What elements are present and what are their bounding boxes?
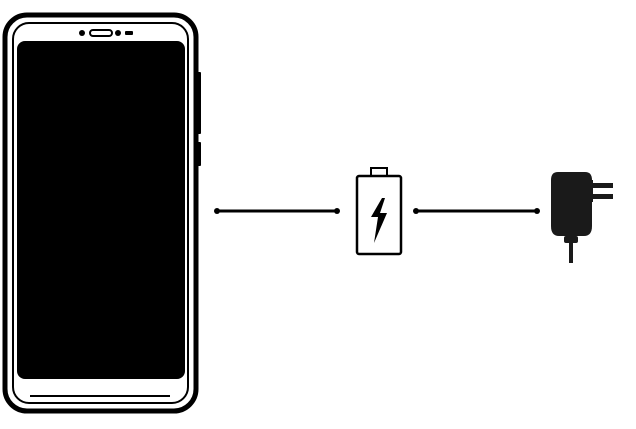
power-button — [196, 142, 201, 166]
battery-charging-icon — [355, 167, 403, 256]
lightning-bolt-icon — [371, 198, 387, 243]
sensor-dot — [79, 30, 85, 36]
plug-prong — [591, 183, 613, 188]
earpiece — [89, 29, 113, 37]
sensor-bar — [125, 31, 133, 35]
volume-button — [196, 72, 201, 134]
front-camera — [115, 30, 121, 36]
charger-cable — [569, 243, 573, 263]
connector-battery-charger — [413, 208, 540, 214]
connector-phone-battery — [214, 208, 340, 214]
wall-charger-icon — [551, 172, 613, 263]
smartphone-icon — [2, 12, 201, 414]
plug-prong — [591, 194, 613, 199]
